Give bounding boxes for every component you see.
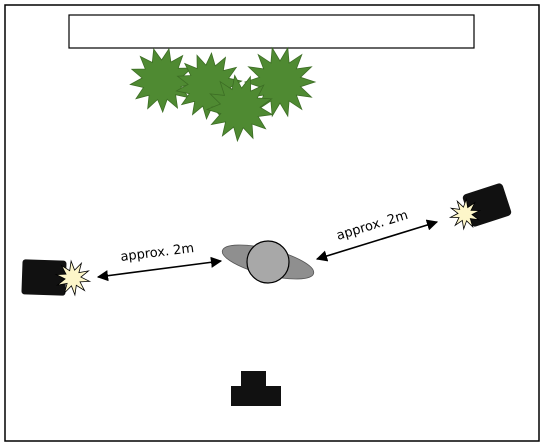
right-flash-light [448,183,512,231]
right-flash-burst-icon [448,197,482,231]
left-light-body [21,259,67,296]
bush-cluster-icon [129,46,317,143]
right-light-body [462,183,512,227]
camera-icon [231,371,281,406]
bush-1 [129,47,195,114]
right-distance-arrow [315,219,439,262]
camera-body [231,386,281,406]
title-box [68,14,475,49]
left-flash-burst-icon [54,259,92,297]
bush-4 [205,74,274,143]
person-top-view-icon [221,240,315,284]
left-distance-arrow [96,256,223,282]
left-flash-light [21,259,92,297]
camera-top [241,371,266,388]
subject-head [246,240,290,284]
